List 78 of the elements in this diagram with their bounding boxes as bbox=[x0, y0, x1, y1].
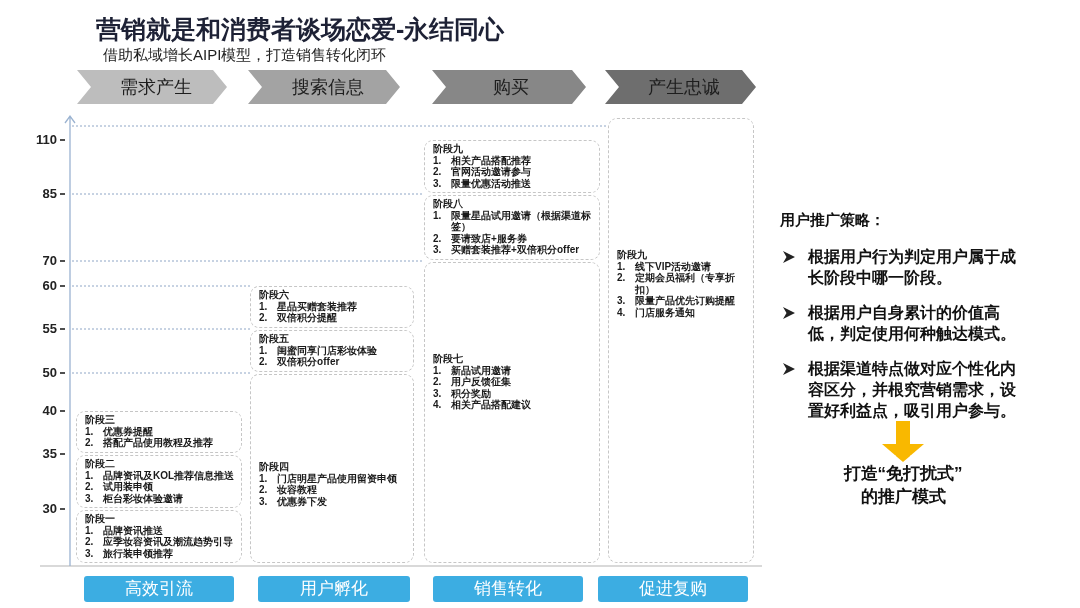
list-item: 2. 要请致店+服务券 bbox=[433, 232, 527, 244]
stage-box bbox=[424, 140, 600, 193]
phase-banner: 促进复购 bbox=[598, 576, 748, 602]
list-item: 1. 限量星品试用邀请（根据渠道标签） bbox=[433, 209, 593, 233]
axis-tick-label: 40 bbox=[41, 403, 57, 418]
stage-heading: 阶段六 bbox=[259, 289, 289, 301]
stage-box bbox=[250, 374, 414, 563]
axis-tick-label: 110 bbox=[35, 132, 57, 147]
stage-box bbox=[76, 510, 242, 563]
list-item: 3. 柜台彩妆体验邀请 bbox=[85, 492, 184, 504]
phase-label: 购买 bbox=[492, 76, 529, 98]
stage-heading: 阶段九 bbox=[617, 249, 647, 261]
list-item: 3. 买赠套装推荐+双倍积分offer bbox=[433, 244, 580, 256]
step-banner bbox=[432, 70, 586, 104]
axis-tick-label: 55 bbox=[41, 321, 57, 336]
phase-banner: 高效引流 bbox=[84, 576, 234, 602]
list-item: 2. 官网活动邀请参与 bbox=[433, 166, 532, 178]
axis-tick-label: 35 bbox=[41, 446, 57, 461]
list-item: 1. 新品试用邀请 bbox=[433, 364, 512, 376]
axis-tick-label: 50 bbox=[41, 365, 57, 380]
list-item: 1. 星品买赠套装推荐 bbox=[259, 300, 358, 312]
bullet-text: 根据用户行为判定用户属于成长阶段中哪一阶段。 bbox=[808, 247, 1017, 288]
list-item: 2. 妆容教程 bbox=[259, 484, 318, 496]
list-item: 1. 门店明星产品使用留资申领 bbox=[259, 472, 398, 484]
subtitle: 借助私域增长AIPI模型，打造销售转化闭环 bbox=[103, 46, 387, 64]
stage-heading: 阶段二 bbox=[85, 458, 115, 470]
list-item: 3. 限量优惠活动推送 bbox=[433, 177, 532, 189]
stage-box bbox=[250, 330, 414, 372]
list-item: 3. 限量产品优先订购提醒 bbox=[617, 295, 736, 306]
list-item: 2. 用户反馈征集 bbox=[433, 376, 512, 388]
arrow bbox=[882, 421, 924, 462]
list-item: 1. 线下VIP活动邀请 bbox=[617, 260, 712, 272]
list-item: 4. 相关产品搭配建议 bbox=[433, 399, 532, 411]
list-item: 3. 积分奖励 bbox=[433, 387, 492, 399]
list-item: 1. 品牌资讯及KOL推荐信息推送 bbox=[85, 469, 235, 481]
bullet-text: 根据渠道特点做对应个性化内容区分，并根究营销需求，设置好利益点，吸引用户参与。 bbox=[808, 359, 1017, 421]
list-item: 1. 优惠券提醒 bbox=[85, 425, 154, 437]
stage-box bbox=[424, 262, 600, 563]
bullet-text: 根据用户自身累计的价值高低，判定使用何种触达模式。 bbox=[808, 303, 1017, 344]
list-item: 2. 双倍积分offer bbox=[259, 356, 340, 368]
stage-heading: 阶段四 bbox=[259, 461, 289, 472]
phase-banner: 用户孵化 bbox=[258, 576, 410, 602]
list-item: 2. 定期会员福利（专享折扣） bbox=[617, 272, 737, 295]
strategy-heading: 用户推广策略： bbox=[780, 210, 885, 230]
axis-tick-label: 70 bbox=[41, 253, 57, 268]
stage-heading: 阶段九 bbox=[433, 143, 463, 154]
step-banner bbox=[605, 70, 756, 104]
stage-heading: 阶段五 bbox=[259, 333, 289, 345]
phase-banner: 销售转化 bbox=[433, 576, 583, 602]
list-item: 2. 应季妆容资讯及潮流趋势引导 bbox=[85, 536, 234, 548]
axis-tick-label: 85 bbox=[41, 186, 57, 201]
axis-tick-label: 60 bbox=[41, 278, 57, 293]
list-item: 2. 试用装申领 bbox=[85, 481, 154, 493]
stage-heading: 阶段三 bbox=[85, 414, 115, 426]
stage-heading: 阶段八 bbox=[433, 198, 463, 210]
stage-box bbox=[608, 118, 754, 563]
phase-label: 产生忠诚 bbox=[648, 76, 721, 98]
step-banner bbox=[248, 70, 400, 104]
list-item: 4. 门店服务通知 bbox=[617, 306, 696, 318]
stage-box bbox=[250, 286, 414, 328]
list-item: 2. 双倍积分提醒 bbox=[259, 312, 338, 324]
stage-heading: 阶段一 bbox=[85, 513, 115, 525]
list-item: 1. 相关产品搭配推荐 bbox=[433, 154, 532, 166]
conclusion-text: 打造“免打扰式”的推广模式 bbox=[840, 462, 966, 508]
phase-label: 搜索信息 bbox=[291, 76, 364, 98]
list-item: 2. 搭配产品使用教程及推荐 bbox=[85, 437, 214, 449]
stage-box bbox=[424, 195, 600, 260]
stage-box bbox=[76, 455, 242, 508]
phase-label: 需求产生 bbox=[119, 76, 192, 98]
list-item: 1. 闺蜜同享门店彩妆体验 bbox=[259, 344, 378, 356]
stage-heading: 阶段七 bbox=[433, 353, 463, 364]
list-item: 3. 优惠券下发 bbox=[259, 495, 328, 507]
step-banner bbox=[77, 70, 227, 104]
list-item: 3. 旅行装申领推荐 bbox=[85, 547, 174, 559]
list-item: 1. 品牌资讯推送 bbox=[85, 524, 164, 536]
axis-tick-label: 30 bbox=[41, 501, 57, 516]
stage-box bbox=[76, 411, 242, 453]
title: 营销就是和消费者谈场恋爱-永结同心 bbox=[96, 14, 505, 44]
